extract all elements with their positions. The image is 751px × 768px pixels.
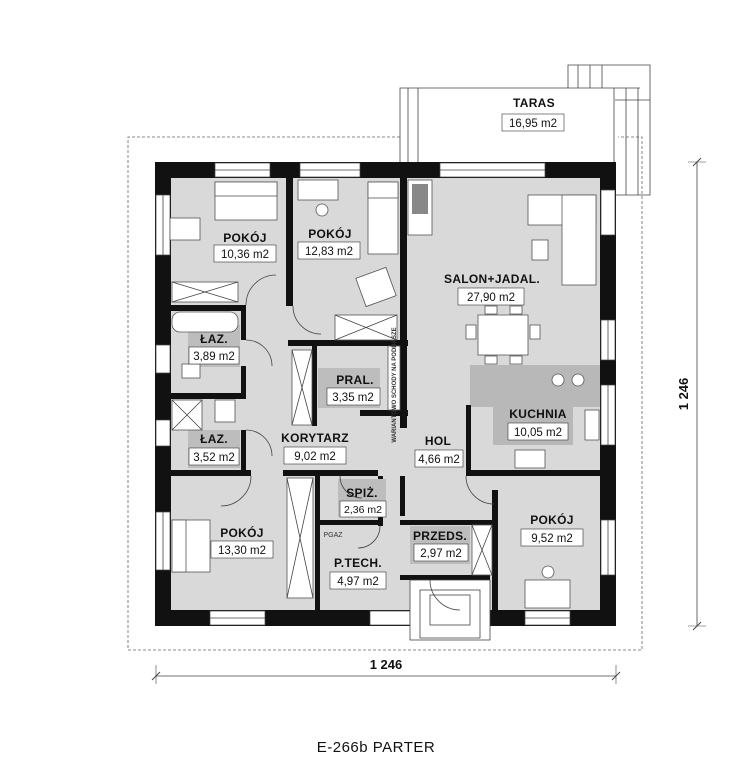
room-pokoj3-area: 13,30 m2 — [218, 545, 266, 557]
room-spiz-name: SPIŻ. — [346, 485, 378, 500]
dimension-vertical: 1 246 — [676, 157, 706, 631]
room-taras-area: 16,95 m2 — [509, 118, 557, 130]
room-kuchnia-area: 10,05 m2 — [514, 427, 562, 439]
room-korytarz-name: KORYTARZ — [281, 431, 349, 445]
room-pokoj4-name: POKÓJ — [530, 512, 574, 527]
room-labels: TARAS 16,95 m2 POKÓJ 10,36 m2 POKÓJ 12,8… — [188, 96, 584, 590]
pgaz-label: PGAZ — [323, 532, 343, 539]
dimension-vertical-label: 1 246 — [676, 378, 691, 411]
interior-walls — [171, 178, 600, 610]
room-pral-name: PRAL. — [336, 373, 374, 387]
room-pokoj2-name: POKÓJ — [308, 226, 352, 241]
room-laz1-area: 3,89 m2 — [193, 351, 235, 363]
room-salon-name: SALON+JADAL. — [444, 272, 540, 286]
room-laz2-name: ŁAZ. — [200, 432, 228, 446]
room-pokoj3-name: POKÓJ — [220, 525, 264, 540]
room-pokoj1-area: 10,36 m2 — [221, 249, 269, 261]
room-laz2-area: 3,52 m2 — [193, 452, 235, 464]
room-pokoj4-area: 9,52 m2 — [531, 533, 573, 545]
room-pral-area: 3,35 m2 — [332, 392, 374, 404]
room-korytarz-area: 9,02 m2 — [294, 451, 336, 463]
room-przeds-area: 2,97 m2 — [420, 548, 462, 560]
room-ptech-area: 4,97 m2 — [337, 576, 379, 588]
stair-note: WARIANTOWO SCHODY NA PODDASZE — [392, 327, 398, 442]
room-pokoj1-name: POKÓJ — [223, 230, 267, 245]
dimension-horizontal: 1 246 — [151, 657, 621, 684]
room-kuchnia-name: KUCHNIA — [509, 407, 566, 421]
room-pokoj2-area: 12,83 m2 — [305, 246, 353, 258]
room-laz1-name: ŁAZ. — [200, 332, 228, 346]
room-spiz-area: 2,36 m2 — [344, 504, 382, 516]
entrance-porch — [409, 579, 491, 641]
dimension-horizontal-label: 1 246 — [370, 657, 403, 672]
room-hol-name: HOL — [425, 434, 451, 448]
room-taras-name: TARAS — [513, 96, 555, 110]
furniture — [169, 179, 600, 611]
windows — [155, 162, 616, 626]
room-hol-area: 4,66 m2 — [418, 454, 460, 466]
room-ptech-name: P.TECH. — [334, 556, 382, 570]
plan-caption: E-266b PARTER — [317, 739, 436, 756]
room-salon-area: 27,90 m2 — [467, 292, 515, 304]
terrace — [399, 64, 651, 196]
room-przeds-name: PRZEDS. — [413, 529, 467, 543]
